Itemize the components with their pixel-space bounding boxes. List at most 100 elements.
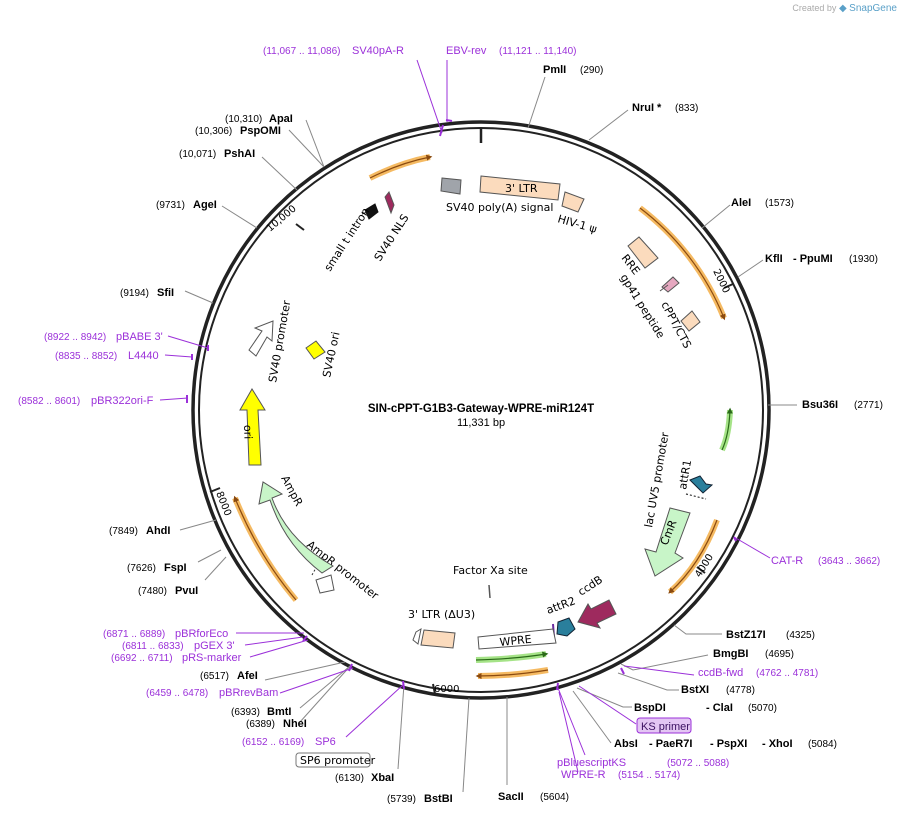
feature-ampr[interactable]	[258, 481, 334, 574]
site-pos-pmli: (290)	[580, 65, 603, 76]
primer-label-pbrforeco[interactable]: (6871 .. 6889) pBRforEco	[103, 628, 228, 640]
primer-name-ccdb-fwd: ccdB-fwd	[698, 667, 743, 679]
feature-ori[interactable]	[239, 388, 266, 466]
primer-name-sp6: SP6	[315, 736, 336, 748]
site-label-xbai[interactable]: (6130) XbaI	[335, 772, 394, 784]
feature-cppt-cts[interactable]	[680, 310, 701, 332]
site-label-bmgbi[interactable]: BmgBI (4695)	[713, 648, 794, 660]
site-label-pshai[interactable]: (10,071) PshAI	[179, 148, 255, 160]
site-pos-nhei: (6389)	[246, 719, 275, 730]
feature-attr2[interactable]	[552, 617, 576, 638]
site-label-apai[interactable]: (10,310) ApaI	[225, 113, 293, 125]
primer-label-pbluescriptks[interactable]: pBluescriptKS (5072 .. 5088)	[557, 757, 729, 769]
primer-label-prs-marker[interactable]: (6692 .. 6711) pRS-marker	[111, 652, 242, 664]
site-label-ahdi[interactable]: (7849) AhdI	[109, 525, 170, 537]
site-label-pmli[interactable]: PmlI (290)	[543, 64, 603, 76]
site-name-apai: ApaI	[269, 113, 293, 125]
site-pos-afei: (6517)	[200, 671, 229, 682]
tick-6000: 6000	[434, 684, 459, 695]
primer-label-ks-primer[interactable]: KS primer	[636, 717, 692, 734]
primer-pos-sp6: (6152 .. 6169)	[242, 737, 304, 748]
feature-sv40-nls[interactable]	[384, 191, 395, 215]
primer-name-sv40pa-r: SV40pA-R	[352, 45, 404, 57]
primer-name-cat-r: CAT-R	[771, 555, 803, 567]
feature-sv40-promoter[interactable]	[248, 320, 274, 357]
feature-ccdb[interactable]	[577, 599, 617, 629]
primer-pos-ebv-rev: (11,121 .. 11,140)	[499, 46, 576, 57]
feature-factor-xa[interactable]	[488, 584, 491, 599]
tick-marks	[209, 223, 734, 695]
site-name-bmti: BmtI	[267, 706, 291, 718]
site-name-pvui: PvuI	[175, 585, 198, 597]
site-label-nrui[interactable]: NruI * (833)	[632, 102, 698, 114]
feature-small-t-intron[interactable]	[361, 203, 379, 220]
site-label-pspomi[interactable]: (10,306) PspOMI	[195, 125, 281, 137]
primer-name-pbluescriptks: pBluescriptKS	[557, 757, 626, 769]
site-label-absi[interactable]: AbsI - PaeR7I - PspXI - XhoI (5084)	[614, 738, 837, 750]
site-label-agei[interactable]: (9731) AgeI	[156, 199, 217, 211]
site-label-bmti[interactable]: (6393) BmtI	[231, 706, 291, 718]
site-pos-xbai: (6130)	[335, 773, 364, 784]
feature-attr1[interactable]	[685, 475, 714, 500]
site-pos-apai: (10,310)	[225, 114, 262, 125]
primer-label-pbr322ori-f[interactable]: (8582 .. 8601) pBR322ori-F	[18, 395, 154, 407]
site-label-bstz17i[interactable]: BstZ17I (4325)	[726, 629, 815, 641]
feature-3ltr-du3[interactable]	[412, 627, 456, 649]
primer-label-l4440[interactable]: (8835 .. 8852) L4440	[55, 350, 159, 362]
site-name-nrui: NruI *	[632, 102, 662, 114]
feature-sv40-ori[interactable]	[305, 340, 326, 360]
site-name-pspxi: - PspXI	[710, 738, 747, 750]
site-label-pvui[interactable]: (7480) PvuI	[138, 585, 198, 597]
feature-sv40-polya[interactable]	[440, 177, 462, 195]
site-name-kfli: KflI	[765, 253, 783, 265]
primer-label-wpre-r[interactable]: WPRE-R (5154 .. 5174)	[561, 769, 680, 781]
primer-label-ebv-rev[interactable]: EBV-rev (11,121 .. 11,140)	[446, 45, 576, 57]
site-label-sfii[interactable]: (9194) SfiI	[120, 287, 174, 299]
site-pos-alei: (1573)	[765, 198, 794, 209]
feature-label-ampr-promoter: AmpR promoter	[304, 538, 381, 602]
feature-hiv1-psi[interactable]	[561, 191, 585, 213]
site-label-bstxi[interactable]: BstXI (4778)	[681, 684, 755, 696]
sp6-promoter-label: SP6 promoter	[300, 754, 376, 767]
primer-label-ccdb-fwd[interactable]: ccdB-fwd (4762 .. 4781)	[698, 667, 818, 679]
site-name-xhoi: - XhoI	[762, 738, 793, 750]
primer-label-sp6[interactable]: (6152 .. 6169) SP6	[242, 736, 336, 748]
site-label-afei[interactable]: (6517) AfeI	[200, 670, 258, 682]
site-name-xbai: XbaI	[371, 772, 394, 784]
site-label-bspdi[interactable]: BspDI - ClaI (5070)	[634, 702, 777, 714]
primer-pos-wpre-r: (5154 .. 5174)	[618, 770, 680, 781]
site-pos-sfii: (9194)	[120, 288, 149, 299]
feature-label-attr1: attR1	[676, 459, 694, 491]
primer-pos-l4440: (8835 .. 8852)	[55, 351, 117, 362]
site-pos-pspomi: (10,306)	[195, 126, 232, 137]
site-label-alei[interactable]: AleI (1573)	[731, 197, 794, 209]
feature-label-small-t-intron: small t intron	[322, 205, 373, 273]
feature-label-sv40-ori: SV40 ori	[320, 331, 342, 379]
site-pos-bstxi: (4778)	[726, 685, 755, 696]
primer-pos-pbrforeco: (6871 .. 6889)	[103, 629, 165, 640]
site-pos-kfli: (1930)	[849, 254, 878, 265]
primer-label-pbabe3[interactable]: (8922 .. 8942) pBABE 3'	[44, 331, 163, 343]
feature-rre[interactable]	[627, 236, 659, 269]
site-label-nhei[interactable]: (6389) NheI	[246, 718, 307, 730]
site-name-ppumi: - PpuMI	[793, 253, 833, 265]
feature-label-factor-xa: Factor Xa site	[453, 564, 528, 577]
site-name-pspomi: PspOMI	[240, 125, 281, 137]
feature-cmr[interactable]	[644, 507, 691, 577]
feature-gp41-peptide[interactable]	[659, 276, 680, 293]
primer-label-pgex3[interactable]: (6811 .. 6833) pGEX 3'	[122, 640, 235, 652]
site-label-bsu36i[interactable]: Bsu36I (2771)	[802, 399, 883, 411]
feature-3ltr[interactable]	[479, 175, 561, 201]
primer-label-sv40pa-r[interactable]: (11,067 .. 11,086) SV40pA-R	[263, 45, 404, 57]
feature-wpre[interactable]	[477, 628, 557, 650]
site-label-kfli[interactable]: KflI - PpuMI (1930)	[765, 253, 878, 265]
sp6-promoter-tag[interactable]: SP6 promoter	[295, 752, 376, 768]
primer-label-pbrrevbam[interactable]: (6459 .. 6478) pBRrevBam	[146, 687, 278, 699]
feature-ampr-promoter[interactable]	[311, 565, 335, 594]
primer-name-ks-primer: KS primer	[641, 721, 690, 733]
site-label-sacii[interactable]: SacII (5604)	[498, 791, 569, 803]
primer-label-cat-r[interactable]: CAT-R (3643 .. 3662)	[771, 555, 880, 567]
site-label-bstbi[interactable]: (5739) BstBI	[387, 793, 453, 805]
site-label-fspi[interactable]: (7626) FspI	[127, 562, 187, 574]
plasmid-name: SIN-cPPT-G1B3-Gateway-WPRE-miR124T	[368, 403, 594, 415]
